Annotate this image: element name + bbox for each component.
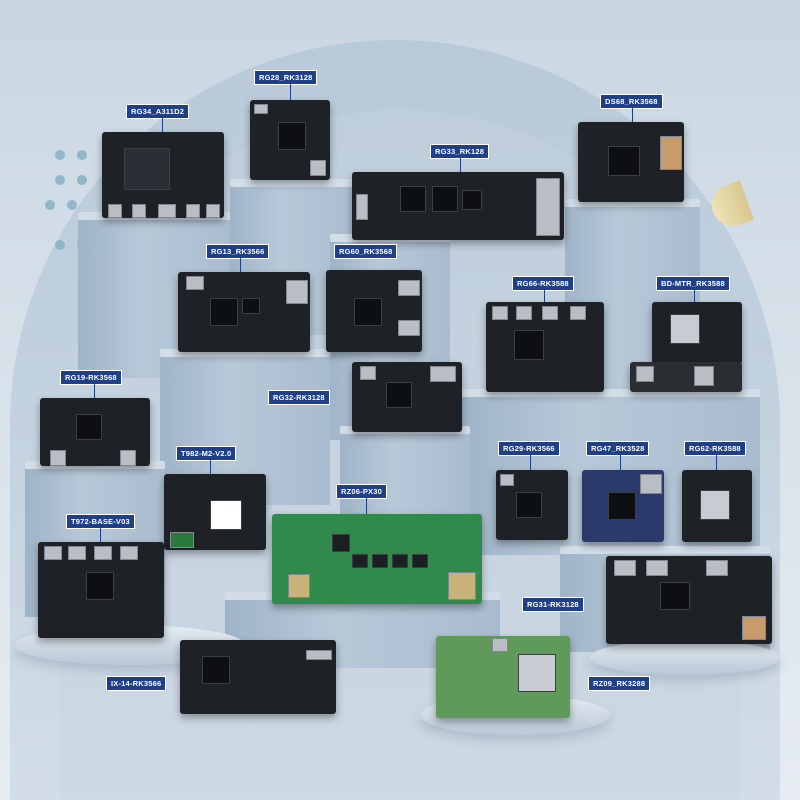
board-rg62 (682, 470, 752, 542)
board-t972 (38, 542, 164, 638)
board-bdmtr (652, 302, 742, 364)
label-rg19: RG19-RK3568 (60, 370, 122, 385)
leader-t982 (210, 460, 211, 474)
leader-rg34 (162, 118, 163, 132)
leader-rg66 (544, 290, 545, 302)
leader-ds68 (632, 108, 633, 122)
board-rg32 (352, 362, 462, 432)
board-rg28 (250, 100, 330, 180)
label-ix14: IX-14-RK3566 (106, 676, 167, 691)
board-rz06 (272, 514, 482, 604)
board-rg66 (486, 302, 604, 392)
board-bdmtr-base (630, 362, 742, 392)
board-t982 (164, 474, 266, 550)
label-rg13: RG13_RK3566 (206, 244, 270, 259)
board-rg19 (40, 398, 150, 466)
leader-bdmtr (694, 290, 695, 302)
label-rz06: RZ06-PX30 (336, 484, 387, 499)
board-rg60 (326, 270, 422, 352)
leader-rg19 (94, 384, 95, 398)
label-rg29: RG29-RK3566 (498, 441, 560, 456)
label-rg32: RG32-RK3128 (268, 390, 330, 405)
leader-rg62 (716, 455, 717, 470)
leader-t972 (100, 528, 101, 542)
board-rg31 (606, 556, 772, 644)
label-rg47: RG47_RK3528 (586, 441, 650, 456)
board-rg47 (582, 470, 664, 542)
pedestal-disc-right (590, 640, 780, 675)
label-ds68: DS68_RK3568 (600, 94, 663, 109)
leader-rg47 (620, 455, 621, 470)
leader-rg29 (530, 455, 531, 470)
leader-rz06 (366, 498, 367, 514)
board-ds68 (578, 122, 684, 202)
label-rg28: RG28_RK3128 (254, 70, 318, 85)
leader-rg28 (290, 84, 291, 100)
board-rg33 (352, 172, 564, 240)
label-rz09: RZ09_RK3288 (588, 676, 651, 691)
label-t982: T982-M2-V2.0 (176, 446, 237, 461)
label-rg34: RG34_A311D2 (126, 104, 190, 119)
leader-rg33 (460, 158, 461, 172)
board-rg34 (102, 132, 224, 218)
board-ix14 (180, 640, 336, 714)
label-t972: T972-BASE-V03 (66, 514, 135, 529)
label-rg60: RG60_RK3568 (334, 244, 398, 259)
board-rz09 (436, 636, 570, 718)
label-rg31: RG31-RK3128 (522, 597, 584, 612)
board-rg13 (178, 272, 310, 352)
label-rg33: RG33_RK128 (430, 144, 490, 159)
leader-rg13 (240, 258, 241, 272)
board-rg29 (496, 470, 568, 540)
label-rg62: RG62-RK3588 (684, 441, 746, 456)
label-bdmtr: BD-MTR_RK3588 (656, 276, 730, 291)
label-rg66: RG66-RK3588 (512, 276, 574, 291)
